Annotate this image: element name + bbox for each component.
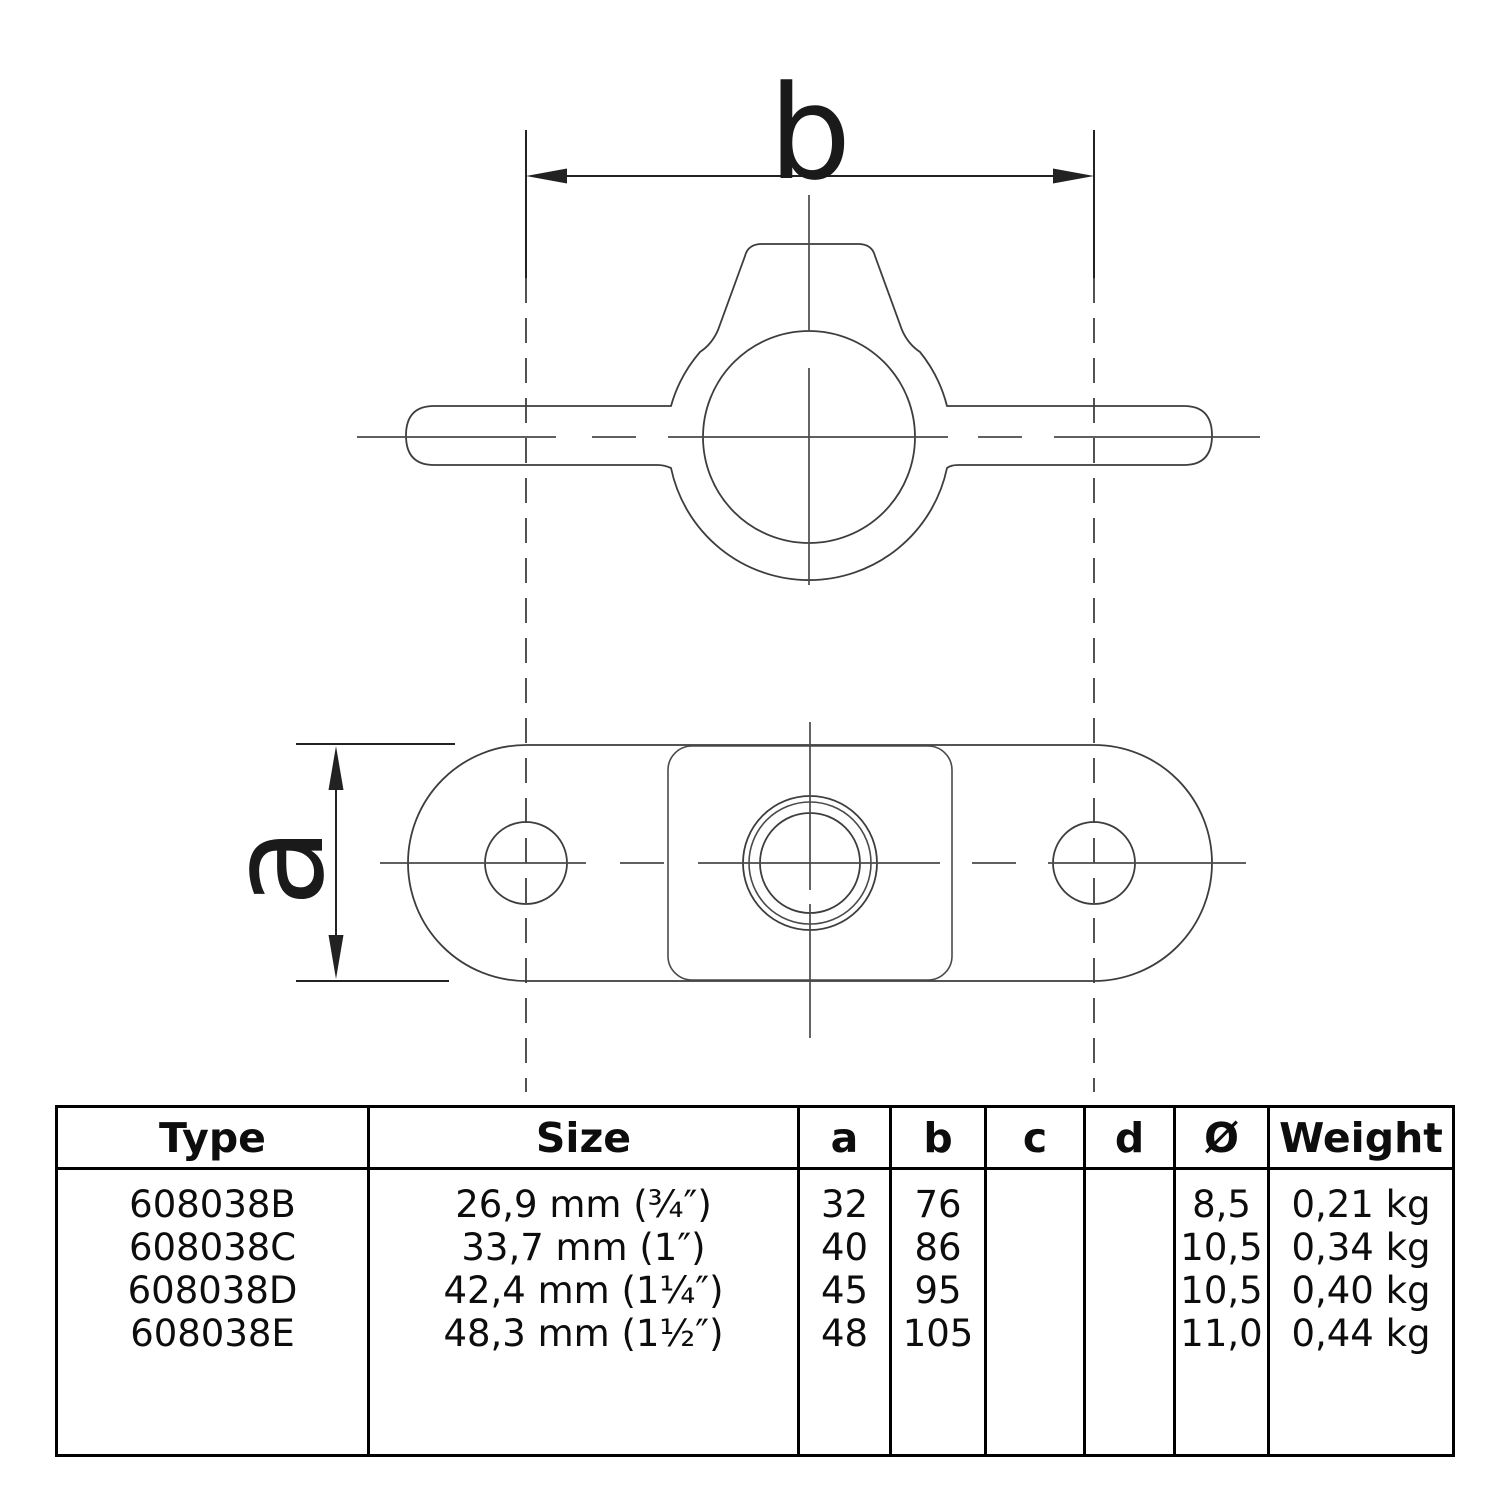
cell-weight: 0,21 kg	[1267, 1183, 1455, 1226]
table-header-d: d	[1083, 1106, 1176, 1170]
spec-table-container: Type Size a b c d Ø Weight	[55, 1105, 1455, 1457]
cell-c	[984, 1312, 1086, 1355]
cell-size: 26,9 mm (¾″)	[367, 1183, 800, 1226]
table-header-b: b	[889, 1106, 987, 1170]
bottom-view-plate-outline	[407, 744, 1213, 982]
cell-size: 33,7 mm (1″)	[367, 1226, 800, 1269]
cell-diameter: 10,5	[1173, 1226, 1270, 1269]
hole-centerlines-vertical	[525, 278, 1095, 1092]
table-header-row: Type Size a b c d Ø Weight	[55, 1106, 1455, 1170]
top-view-outline	[405, 243, 1213, 581]
cell-size: 42,4 mm (1¼″)	[367, 1269, 800, 1312]
cell-b: 76	[889, 1183, 987, 1226]
dimension-a: a	[201, 743, 455, 982]
table-header-diameter: Ø	[1173, 1106, 1270, 1170]
dim-b-label: b	[769, 57, 852, 209]
dim-b-extension-lines	[525, 130, 1095, 278]
top-view	[357, 195, 1260, 585]
cell-diameter: 11,0	[1173, 1312, 1270, 1355]
cell-type: 608038B	[55, 1183, 370, 1226]
table-header-size: Size	[367, 1106, 800, 1170]
bottom-view	[380, 722, 1246, 1038]
dim-b-arrowhead-left	[526, 168, 567, 184]
table-row: 608038C 33,7 mm (1″) 40 86 10,5 0,34 kg	[55, 1226, 1455, 1269]
cell-weight: 0,44 kg	[1267, 1312, 1455, 1355]
cell-type: 608038E	[55, 1312, 370, 1355]
cell-diameter: 8,5	[1173, 1183, 1270, 1226]
cell-type: 608038D	[55, 1269, 370, 1312]
cell-d	[1083, 1312, 1176, 1355]
cell-d	[1083, 1226, 1176, 1269]
dim-b-arrowhead-right	[1053, 168, 1094, 184]
table-row: 608038D 42,4 mm (1¼″) 45 95 10,5 0,40 kg	[55, 1269, 1455, 1312]
cell-c	[984, 1183, 1086, 1226]
table-header-type: Type	[55, 1106, 370, 1170]
cell-diameter: 10,5	[1173, 1269, 1270, 1312]
cell-d	[1083, 1269, 1176, 1312]
dim-a-label: a	[201, 827, 353, 907]
cell-b: 105	[889, 1312, 987, 1355]
cell-b: 86	[889, 1226, 987, 1269]
dim-a-arrowhead-bottom	[328, 935, 344, 979]
table-header-a: a	[797, 1106, 892, 1170]
cell-a: 48	[797, 1312, 892, 1355]
cell-type: 608038C	[55, 1226, 370, 1269]
table-header-c: c	[984, 1106, 1086, 1170]
spec-table: Type Size a b c d Ø Weight	[55, 1105, 1455, 1457]
table-row: 608038E 48,3 mm (1½″) 48 105 11,0 0,44 k…	[55, 1312, 1455, 1355]
table-filler-row	[55, 1355, 1455, 1456]
table-row: 608038B 26,9 mm (¾″) 32 76 8,5 0,21 kg	[55, 1183, 1455, 1226]
cell-a: 40	[797, 1226, 892, 1269]
cell-a: 32	[797, 1183, 892, 1226]
cell-d	[1083, 1183, 1176, 1226]
cell-c	[984, 1269, 1086, 1312]
cell-a: 45	[797, 1269, 892, 1312]
dim-a-arrowhead-top	[328, 746, 344, 790]
cell-size: 48,3 mm (1½″)	[367, 1312, 800, 1355]
cell-weight: 0,40 kg	[1267, 1269, 1455, 1312]
cell-b: 95	[889, 1269, 987, 1312]
cell-c	[984, 1226, 1086, 1269]
dimension-b: b	[525, 57, 1095, 1092]
table-spacer-row	[55, 1168, 1455, 1183]
dim-a-extension-lines	[296, 743, 455, 982]
cell-weight: 0,34 kg	[1267, 1226, 1455, 1269]
table-header-weight: Weight	[1267, 1106, 1455, 1170]
